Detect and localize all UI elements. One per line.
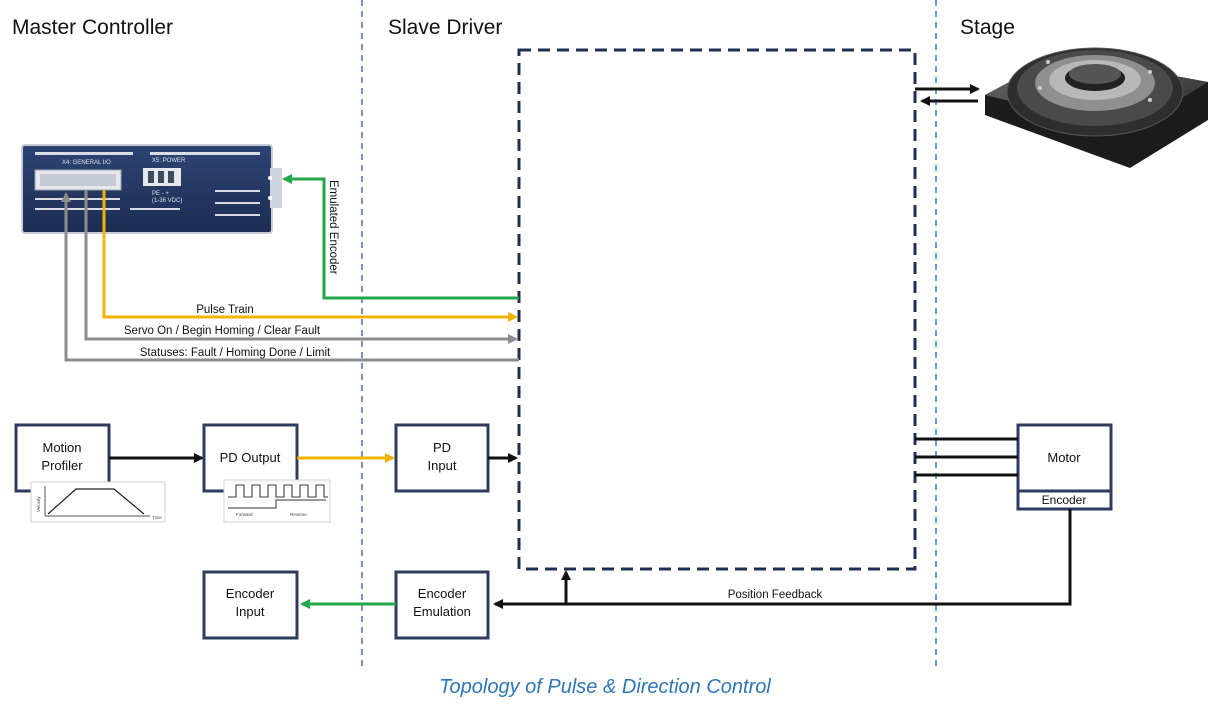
motion-profiler-label-1: Motion [42, 440, 81, 455]
motor-label: Motor [1047, 450, 1081, 465]
pd-input-box [394, 423, 490, 493]
encoder-emulation-box [394, 570, 490, 640]
statuses-label: Statuses: Fault / Homing Done / Limit [140, 347, 331, 359]
rotary-stage-image [985, 47, 1208, 168]
master-controller-title: Master Controller [12, 16, 174, 39]
pulse-forward-label: Forward [236, 512, 253, 517]
pulse-train-line [102, 190, 518, 322]
position-feedback-label: Position Feedback [728, 589, 823, 601]
encoder-label: Encoder [1042, 493, 1087, 507]
emulated-encoder-line [282, 174, 519, 300]
pulse-waveform-thumbnail [223, 479, 331, 523]
slave-driver-box [517, 48, 917, 571]
encoder-emulation-label-2: Emulation [413, 604, 471, 619]
panel-power-label: X5: POWER [152, 158, 186, 164]
panel-general-io-label: X4: GENERAL I/O [62, 160, 111, 166]
pulse-train-label: Pulse Train [196, 304, 254, 316]
encoder-input-box [202, 570, 299, 640]
velocity-profile-thumbnail [30, 481, 166, 523]
stage-title: Stage [960, 16, 1015, 39]
position-feedback-line [493, 509, 1072, 609]
emulated-encoder-label: Emulated Encoder [327, 180, 339, 275]
servo-on-label: Servo On / Begin Homing / Clear Fault [124, 325, 321, 337]
velocity-xlabel: Time [152, 515, 162, 520]
slave-driver-title: Slave Driver [388, 16, 503, 39]
panel-voltage-label: PE - + [152, 191, 169, 197]
figure-caption: Topology of Pulse & Direction Control [439, 676, 771, 698]
pd-input-label-1: PD [433, 440, 451, 455]
encoder-input-label-1: Encoder [226, 586, 275, 601]
pd-output-label: PD Output [220, 450, 281, 465]
encoder-box [1016, 489, 1113, 511]
pulse-reverse-label: Reverse [290, 512, 307, 517]
statuses-line [61, 192, 519, 362]
panel-voltage-range-label: (1-36 VDC) [152, 198, 182, 204]
velocity-ylabel: Velocity [36, 496, 41, 512]
pd-input-label-2: Input [428, 458, 457, 473]
motion-profiler-label-2: Profiler [41, 458, 83, 473]
servo-on-line [84, 190, 518, 344]
encoder-emulation-label-1: Encoder [418, 586, 467, 601]
encoder-input-label-2: Input [236, 604, 265, 619]
